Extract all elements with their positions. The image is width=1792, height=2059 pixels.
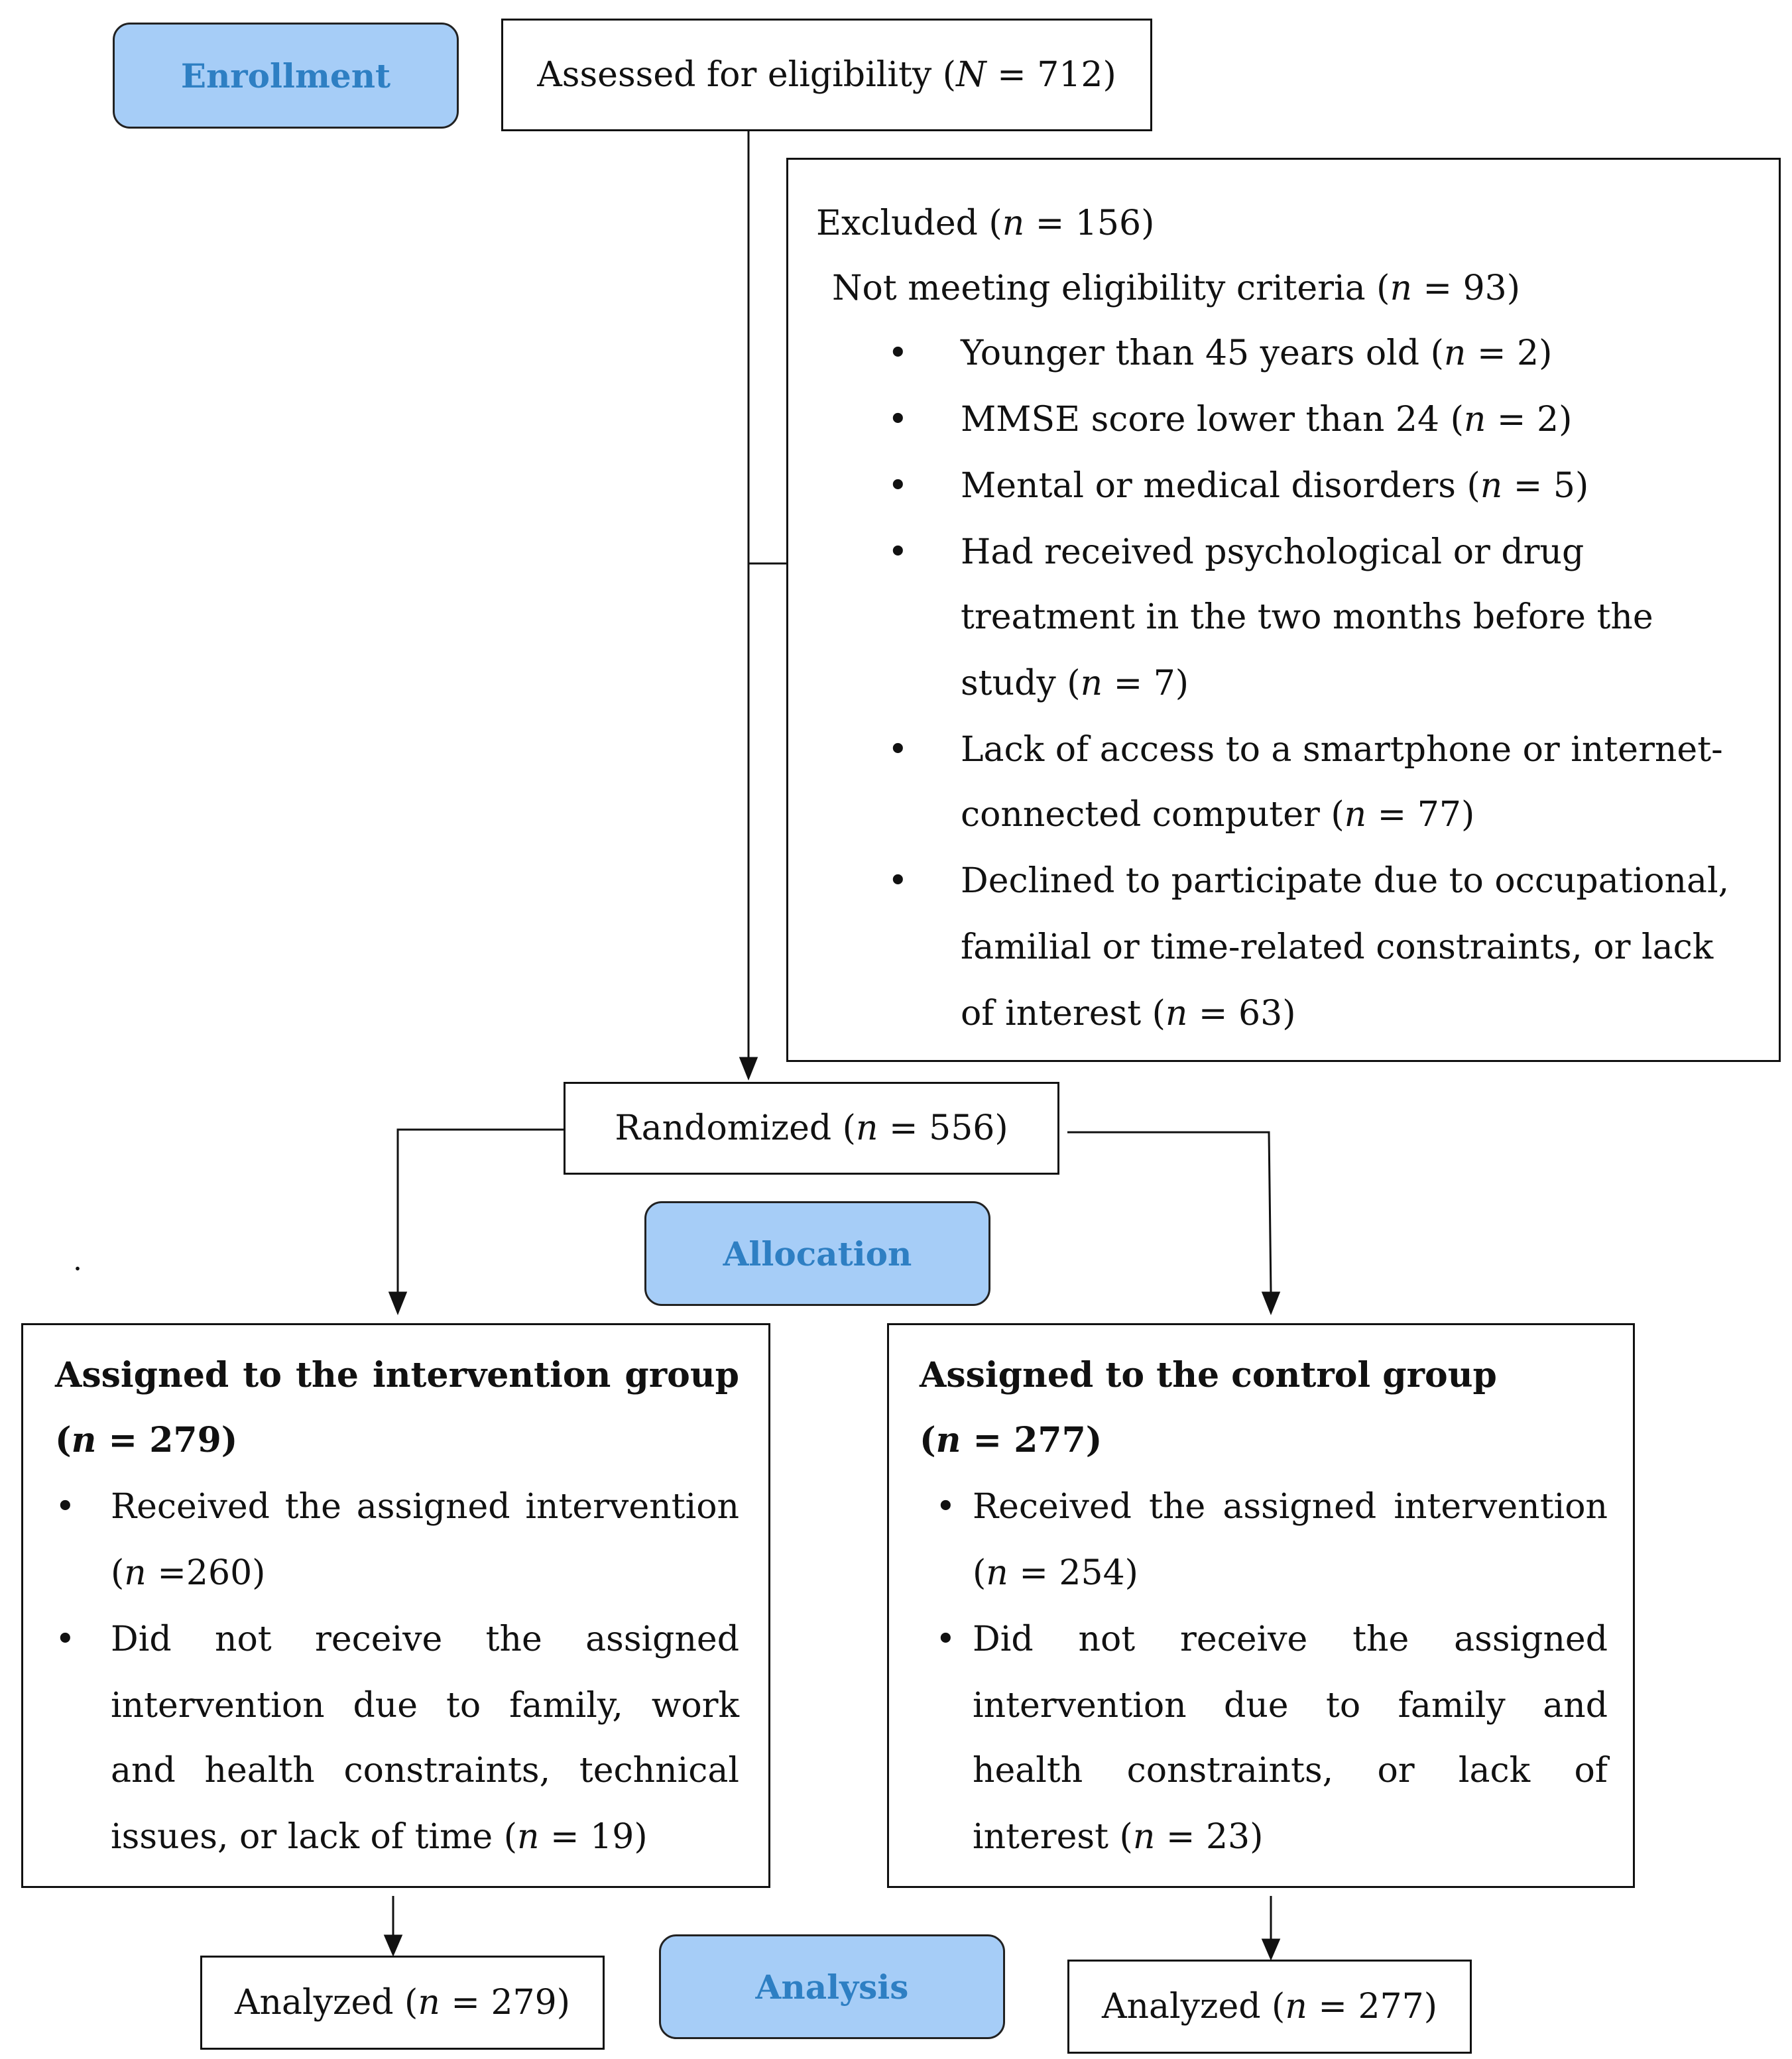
- connector-randomized-to-control: [1067, 1131, 1272, 1293]
- bullet: •: [935, 1619, 956, 1659]
- excluded-item-declined-l1: Declined to participate due to occupatio…: [961, 861, 1730, 901]
- stage-analysis: Analysis: [659, 1934, 1005, 2039]
- excluded-item-mmse: MMSE score lower than 24 (n = 2): [961, 400, 1573, 440]
- bullet: •: [888, 333, 908, 373]
- arrow-to-analyzed-control: [1261, 1938, 1281, 1961]
- excluded-item-age: Younger than 45 years old (n = 2): [961, 333, 1553, 373]
- control-group-box: Assigned to the control group (n = 277) …: [887, 1323, 1635, 1888]
- control-not-received-l2: intervention due to family and: [973, 1686, 1608, 1726]
- stage-enrollment: Enrollment: [113, 23, 459, 129]
- bullet: •: [888, 730, 908, 770]
- intervention-not-received-l1: Did not receive the assigned: [111, 1619, 739, 1659]
- analyzed-intervention-text: Analyzed (n = 279): [235, 1983, 570, 2023]
- arrow-to-control: [1261, 1291, 1281, 1316]
- control-received-l2: (n = 254): [973, 1553, 1138, 1593]
- control-not-received-l4: interest (n = 23): [973, 1817, 1264, 1857]
- intervention-received-l2: (n =260): [111, 1553, 266, 1593]
- analyzed-control-text: Analyzed (n = 277): [1102, 1987, 1437, 2027]
- assessed-box: Assessed for eligibility (N = 712): [501, 19, 1152, 131]
- intervention-not-received-l3: and health constraints, technical: [111, 1751, 739, 1791]
- bullet: •: [55, 1487, 76, 1527]
- excluded-item-declined-l3: of interest (n = 63): [961, 994, 1296, 1033]
- control-title: Assigned to the control group: [920, 1355, 1497, 1395]
- analyzed-intervention-box: Analyzed (n = 279): [200, 1956, 605, 2050]
- excluded-item-treatment-l3: study (n = 7): [961, 664, 1189, 703]
- bullet: •: [888, 532, 908, 572]
- excluded-item-declined-l2: familial or time-related constraints, or…: [961, 927, 1714, 967]
- stage-analysis-label: Analysis: [755, 1967, 909, 2007]
- stray-mark: .: [73, 1244, 82, 1277]
- assessed-text: Assessed for eligibility (N = 712): [537, 55, 1116, 95]
- excluded-box: Excluded (n = 156) Not meeting eligibili…: [786, 158, 1781, 1062]
- control-not-received-l1: Did not receive the assigned: [973, 1619, 1608, 1659]
- arrow-to-randomized: [739, 1057, 758, 1081]
- excluded-title: Excluded (n = 156): [816, 204, 1155, 243]
- stage-allocation: Allocation: [644, 1201, 990, 1306]
- excluded-item-access-l1: Lack of access to a smartphone or intern…: [961, 730, 1723, 770]
- connector-randomized-to-intervention: [396, 1128, 564, 1293]
- stage-enrollment-label: Enrollment: [180, 56, 391, 95]
- intervention-count: (n = 279): [55, 1420, 238, 1460]
- control-count: (n = 277): [920, 1420, 1103, 1460]
- stage-allocation-label: Allocation: [723, 1234, 912, 1273]
- analyzed-control-box: Analyzed (n = 277): [1067, 1960, 1472, 2054]
- excluded-item-disorders: Mental or medical disorders (n = 5): [961, 466, 1589, 506]
- excluded-item-treatment-l2: treatment in the two months before the: [961, 597, 1653, 637]
- arrow-to-intervention: [388, 1291, 408, 1316]
- bullet: •: [888, 466, 908, 506]
- intervention-received-l1: Received the assigned intervention: [111, 1487, 739, 1527]
- excluded-subtitle: Not meeting eligibility criteria (n = 93…: [832, 268, 1521, 308]
- excluded-item-treatment-l1: Had received psychological or drug: [961, 532, 1584, 572]
- control-received-l1: Received the assigned intervention: [973, 1487, 1608, 1527]
- bullet: •: [55, 1619, 76, 1659]
- randomized-text: Randomized (n = 556): [615, 1108, 1008, 1148]
- randomized-box: Randomized (n = 556): [564, 1082, 1059, 1175]
- control-not-received-l3: health constraints, or lack of: [973, 1751, 1608, 1791]
- arrow-to-analyzed-intervention: [383, 1934, 403, 1957]
- bullet: •: [888, 861, 908, 901]
- intervention-not-received-l4: issues, or lack of time (n = 19): [111, 1817, 648, 1857]
- intervention-not-received-l2: intervention due to family, work: [111, 1686, 739, 1726]
- excluded-item-access-l2: connected computer (n = 77): [961, 795, 1475, 835]
- intervention-group-box: Assigned to the intervention group (n = …: [21, 1323, 770, 1888]
- intervention-title: Assigned to the intervention group: [55, 1355, 739, 1395]
- bullet: •: [935, 1487, 956, 1527]
- bullet: •: [888, 400, 908, 440]
